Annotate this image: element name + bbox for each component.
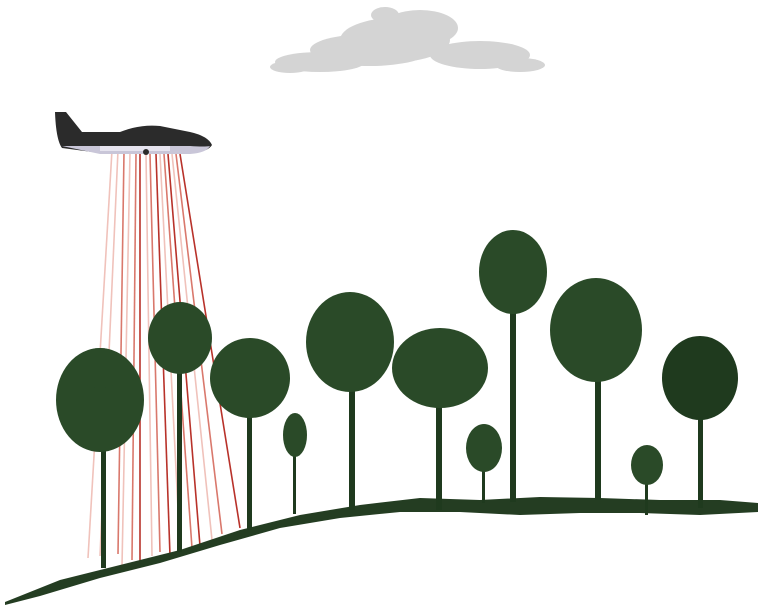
tree [662, 336, 738, 508]
tree [466, 424, 502, 503]
tree [148, 302, 212, 552]
aircraft [55, 112, 212, 155]
tree [56, 348, 144, 568]
tree [479, 230, 547, 502]
forest [56, 230, 738, 568]
tree [283, 413, 307, 514]
tree [550, 278, 642, 500]
tree [210, 338, 290, 530]
tree [306, 292, 394, 510]
tree [392, 328, 488, 510]
ground [5, 497, 758, 605]
cloud [270, 7, 545, 73]
tree [631, 445, 663, 515]
